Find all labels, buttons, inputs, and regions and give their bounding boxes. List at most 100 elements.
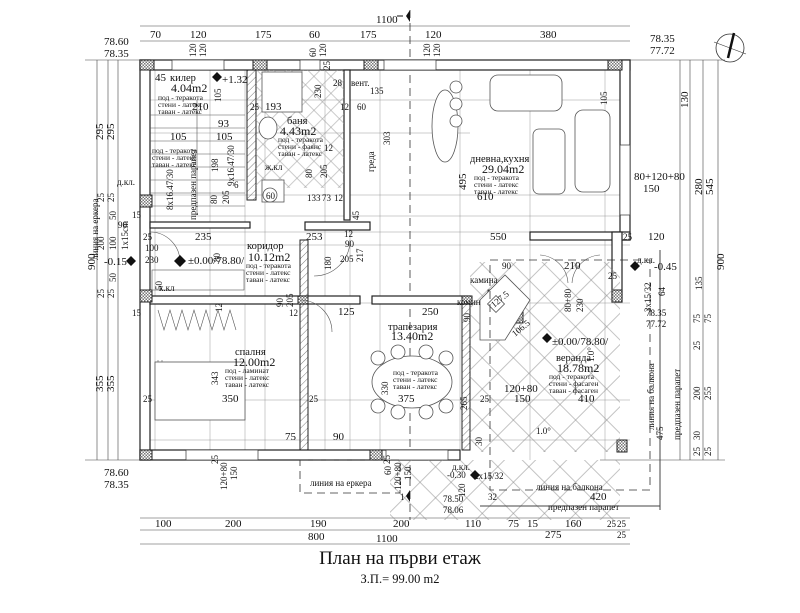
svg-text:60: 60 bbox=[308, 48, 318, 58]
svg-text:295: 295 bbox=[105, 123, 117, 140]
svg-text:под - теракота: под - теракота bbox=[393, 368, 439, 377]
svg-text:стени - латекс: стени - латекс bbox=[152, 153, 197, 162]
right-dimensions: 130 280 545 135 75 75 25 200 255 30 25 2… bbox=[679, 91, 727, 456]
svg-text:под - теракота: под - теракота bbox=[474, 173, 520, 182]
room-area: 13.40m2 bbox=[391, 329, 433, 343]
svg-text:под - теракота: под - теракота bbox=[549, 372, 595, 381]
svg-text:93: 93 bbox=[218, 118, 230, 130]
svg-text:стени - латекс: стени - латекс bbox=[393, 375, 438, 384]
svg-text:25: 25 bbox=[692, 447, 702, 457]
svg-text:198: 198 bbox=[210, 158, 220, 172]
svg-text:таван - латекс: таван - латекс bbox=[152, 160, 197, 169]
svg-text:25: 25 bbox=[480, 394, 490, 404]
svg-text:25: 25 bbox=[96, 193, 106, 203]
svg-text:180: 180 bbox=[323, 256, 333, 270]
svg-text:133: 133 bbox=[307, 193, 321, 203]
svg-text:12: 12 bbox=[334, 193, 343, 203]
room-living-kitchen: дневна,кухня 29.04m2 под - теракота стен… bbox=[470, 154, 530, 196]
svg-text:таван - фасаген: таван - фасаген bbox=[549, 386, 598, 395]
svg-text:предпазен парапет: предпазен парапет bbox=[188, 149, 198, 220]
inner-dimensions: 45 210 105 105 105 93 198 205 80 6 8x16.… bbox=[117, 61, 685, 513]
svg-text:1x15cm: 1x15cm bbox=[120, 221, 130, 250]
level-marker-icon-veranda bbox=[542, 333, 552, 343]
svg-text:1.0°: 1.0° bbox=[586, 347, 596, 362]
svg-text:235: 235 bbox=[195, 231, 212, 243]
room-name: трапезария bbox=[388, 322, 438, 333]
room-area: 10.12m2 bbox=[248, 250, 290, 264]
svg-text:3x15/32: 3x15/32 bbox=[643, 282, 653, 312]
svg-text:стени - латекс: стени - латекс bbox=[246, 268, 291, 277]
svg-text:25: 25 bbox=[143, 232, 153, 242]
svg-text:25: 25 bbox=[617, 530, 627, 540]
svg-text:75: 75 bbox=[692, 314, 702, 324]
dining-table bbox=[371, 355, 453, 409]
svg-text:495: 495 bbox=[457, 173, 469, 190]
built-area: З.П.= 99.00 m2 bbox=[360, 572, 440, 586]
level-marker-icon-bottom bbox=[470, 470, 480, 480]
top-dimensions: 1100 70 120 175 60 175 120 380 120 120 6… bbox=[150, 14, 557, 57]
svg-text:343: 343 bbox=[210, 371, 220, 385]
svg-text:550: 550 bbox=[490, 231, 507, 243]
svg-text:25: 25 bbox=[106, 193, 116, 203]
svg-text:предпазен парапет: предпазен парапет bbox=[548, 502, 619, 512]
svg-text:д.кл.: д.кл. bbox=[637, 255, 655, 265]
svg-text:греда: греда bbox=[366, 151, 376, 172]
svg-text:120+80: 120+80 bbox=[219, 462, 229, 490]
svg-text:410: 410 bbox=[578, 393, 595, 405]
svg-text:60: 60 bbox=[266, 191, 276, 201]
svg-text:150: 150 bbox=[229, 466, 239, 480]
svg-text:90: 90 bbox=[333, 431, 345, 443]
svg-text:90: 90 bbox=[275, 298, 285, 308]
svg-text:9x16.47/30: 9x16.47/30 bbox=[226, 145, 236, 186]
svg-text:150: 150 bbox=[514, 393, 531, 405]
dim-top: 120 bbox=[190, 29, 207, 41]
svg-text:120: 120 bbox=[188, 43, 198, 57]
level-marker-icon-left bbox=[126, 256, 136, 266]
svg-text:205: 205 bbox=[340, 254, 354, 264]
svg-text:135: 135 bbox=[370, 86, 384, 96]
svg-text:193: 193 bbox=[265, 101, 282, 113]
svg-text:105: 105 bbox=[216, 131, 233, 143]
svg-text:25: 25 bbox=[703, 447, 713, 457]
svg-text:15: 15 bbox=[132, 210, 142, 220]
svg-text:50: 50 bbox=[108, 211, 118, 221]
room-bedroom: спалня 12.00m2 под - ламинат стени - лат… bbox=[225, 347, 275, 389]
svg-text:-0.15: -0.15 bbox=[104, 256, 127, 268]
svg-text:-0.45: -0.45 bbox=[654, 261, 677, 273]
room-veranda: веранда 18.78m2 под - теракота стени - ф… bbox=[549, 353, 599, 395]
svg-text:120: 120 bbox=[457, 483, 467, 497]
stairs bbox=[150, 100, 245, 332]
svg-text:230: 230 bbox=[575, 298, 585, 312]
room-name: баня bbox=[287, 116, 308, 127]
svg-text:стени - латекс: стени - латекс bbox=[225, 373, 270, 382]
svg-text:150: 150 bbox=[403, 466, 413, 480]
svg-text:77.72: 77.72 bbox=[650, 45, 675, 57]
room-dining: трапезария 13.40m2 под - теракота стени … bbox=[388, 322, 439, 391]
svg-text:78.60: 78.60 bbox=[104, 467, 129, 479]
room-area: 4.04m2 bbox=[171, 81, 207, 95]
svg-text:255: 255 bbox=[703, 386, 713, 400]
dim-top: 175 bbox=[360, 29, 377, 41]
svg-text:25: 25 bbox=[143, 394, 153, 404]
svg-text:800: 800 bbox=[308, 531, 325, 543]
dim-top: 380 bbox=[540, 29, 557, 41]
svg-text:60: 60 bbox=[357, 102, 367, 112]
svg-text:таван - латекс: таван - латекс bbox=[393, 382, 438, 391]
svg-text:12: 12 bbox=[289, 308, 298, 318]
room-name: дневна,кухня bbox=[470, 154, 530, 165]
svg-text:120+80: 120+80 bbox=[504, 383, 538, 395]
svg-text:вент.: вент. bbox=[351, 78, 370, 88]
svg-text:303: 303 bbox=[382, 131, 392, 145]
svg-text:120: 120 bbox=[198, 43, 208, 57]
svg-text:25: 25 bbox=[692, 341, 702, 351]
svg-text:д.кл.: д.кл. bbox=[452, 462, 470, 472]
svg-text:30: 30 bbox=[692, 431, 702, 441]
room-name: веранда bbox=[556, 353, 591, 364]
svg-text:12: 12 bbox=[340, 102, 349, 112]
svg-text:78.60: 78.60 bbox=[104, 36, 129, 48]
svg-text:25: 25 bbox=[382, 455, 392, 465]
svg-text:75: 75 bbox=[285, 431, 297, 443]
svg-text:15: 15 bbox=[527, 518, 539, 530]
svg-text:78.35: 78.35 bbox=[104, 48, 129, 60]
